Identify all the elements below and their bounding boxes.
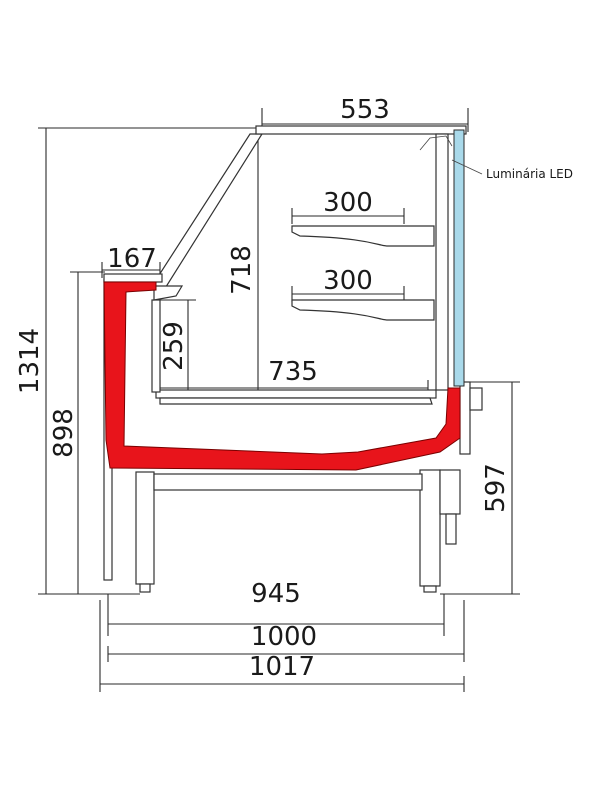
dim-1017: 1017	[249, 652, 315, 682]
dim-1314: 1314	[15, 328, 45, 394]
shelf-lower	[291, 299, 435, 321]
dim-1000: 1000	[251, 622, 317, 652]
dim-718: 718	[227, 245, 257, 295]
dim-shelf-lower: 300	[323, 266, 373, 296]
rear-glass	[453, 129, 465, 387]
dim-259: 259	[159, 321, 189, 371]
shelf-upper	[291, 225, 435, 247]
dim-shelf-upper: 300	[323, 188, 373, 218]
led-fixture-icon	[419, 135, 453, 151]
dim-735: 735	[268, 357, 318, 387]
dim-167: 167	[107, 244, 157, 274]
dimension-lines	[38, 108, 520, 692]
dim-898: 898	[49, 408, 79, 458]
dim-945: 945	[251, 579, 301, 609]
case-structure	[103, 125, 483, 593]
dim-597: 597	[481, 463, 511, 513]
dim-553: 553	[340, 95, 390, 125]
led-label: Luminária LED	[486, 167, 573, 181]
insulation-shell	[103, 281, 461, 471]
